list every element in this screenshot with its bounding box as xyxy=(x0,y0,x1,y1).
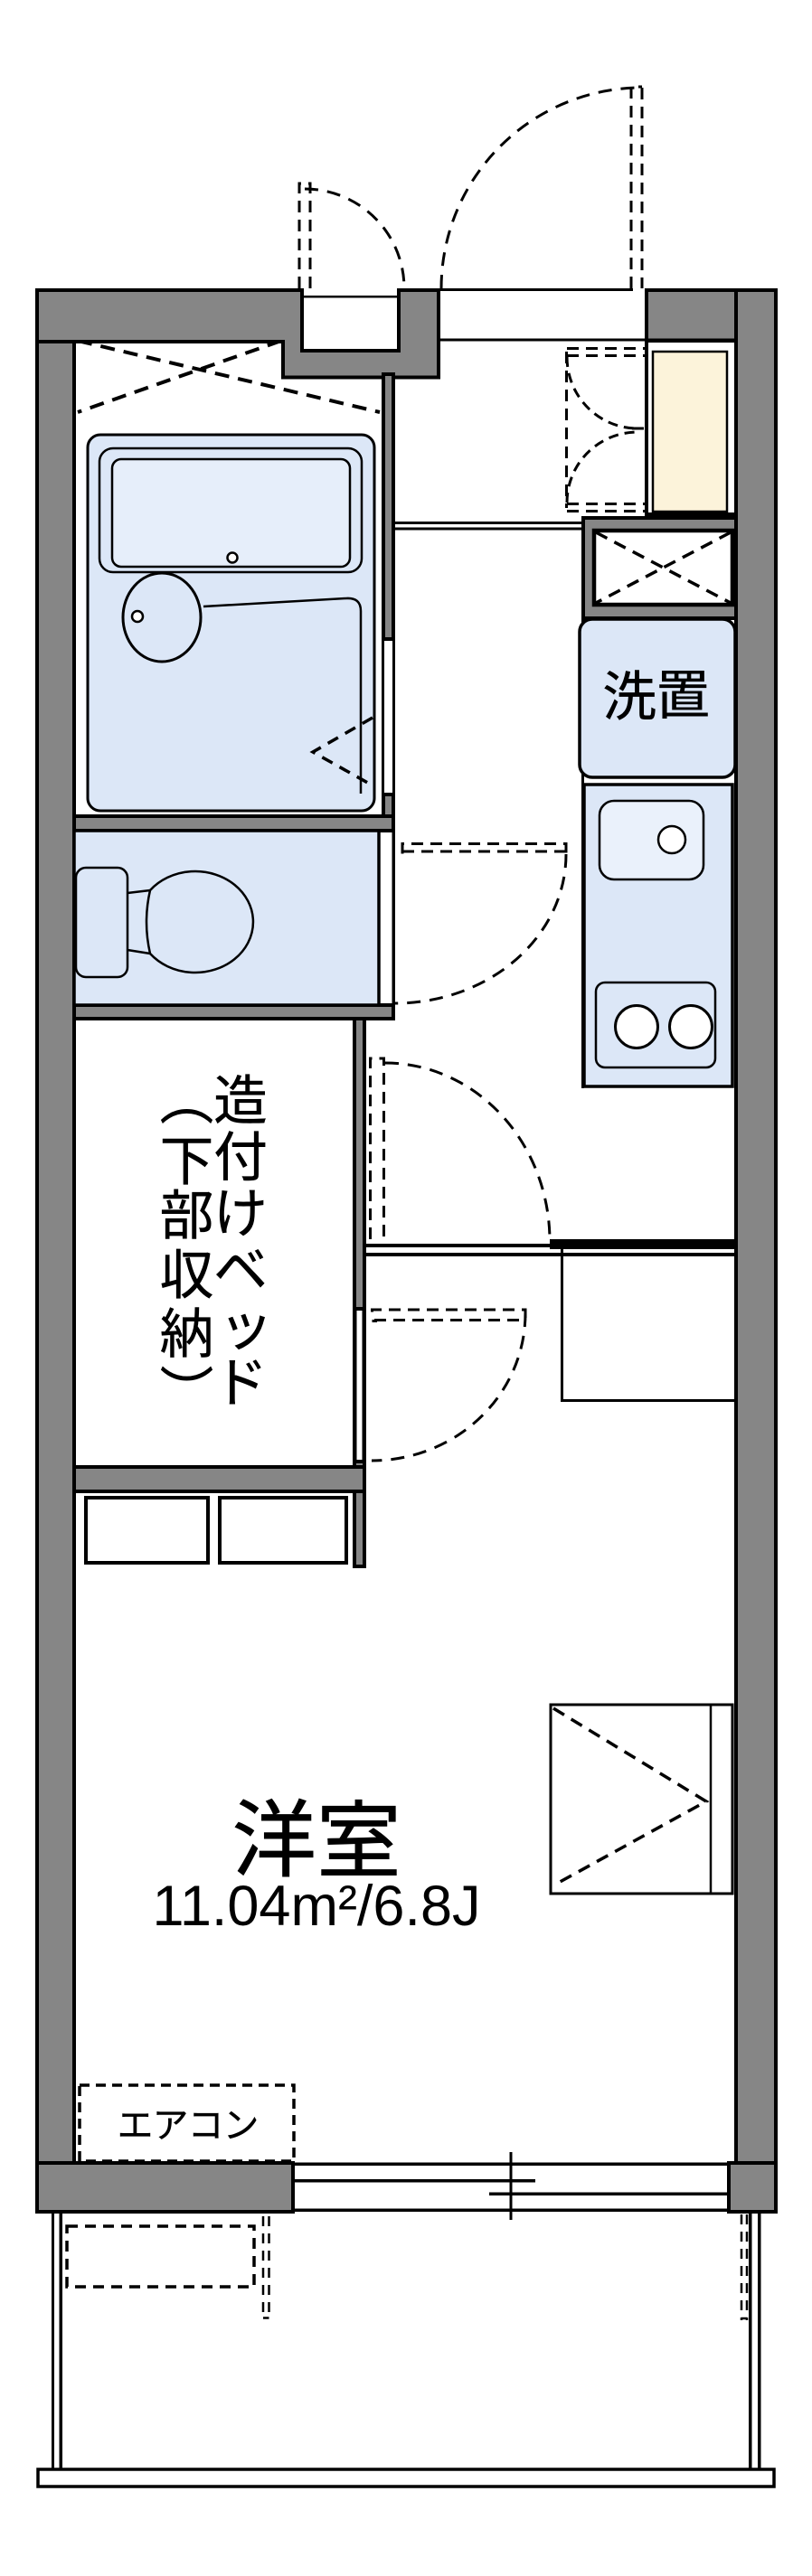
svg-text:11.04m²/6.8J: 11.04m²/6.8J xyxy=(152,1875,480,1938)
